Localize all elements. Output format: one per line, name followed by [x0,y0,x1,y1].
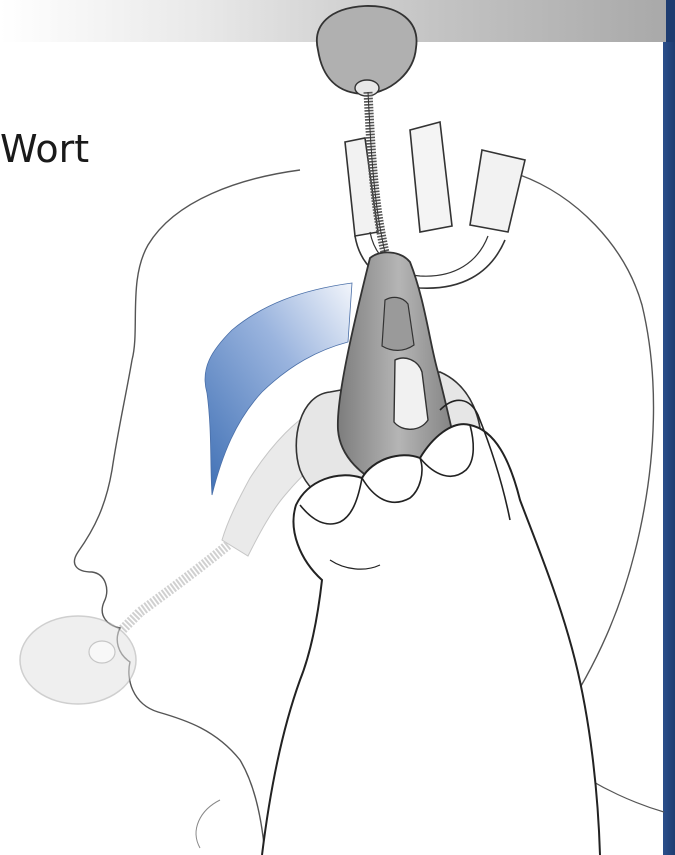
chin-line [196,800,220,848]
right-frame-top [666,0,675,42]
right-frame-border [663,42,675,855]
